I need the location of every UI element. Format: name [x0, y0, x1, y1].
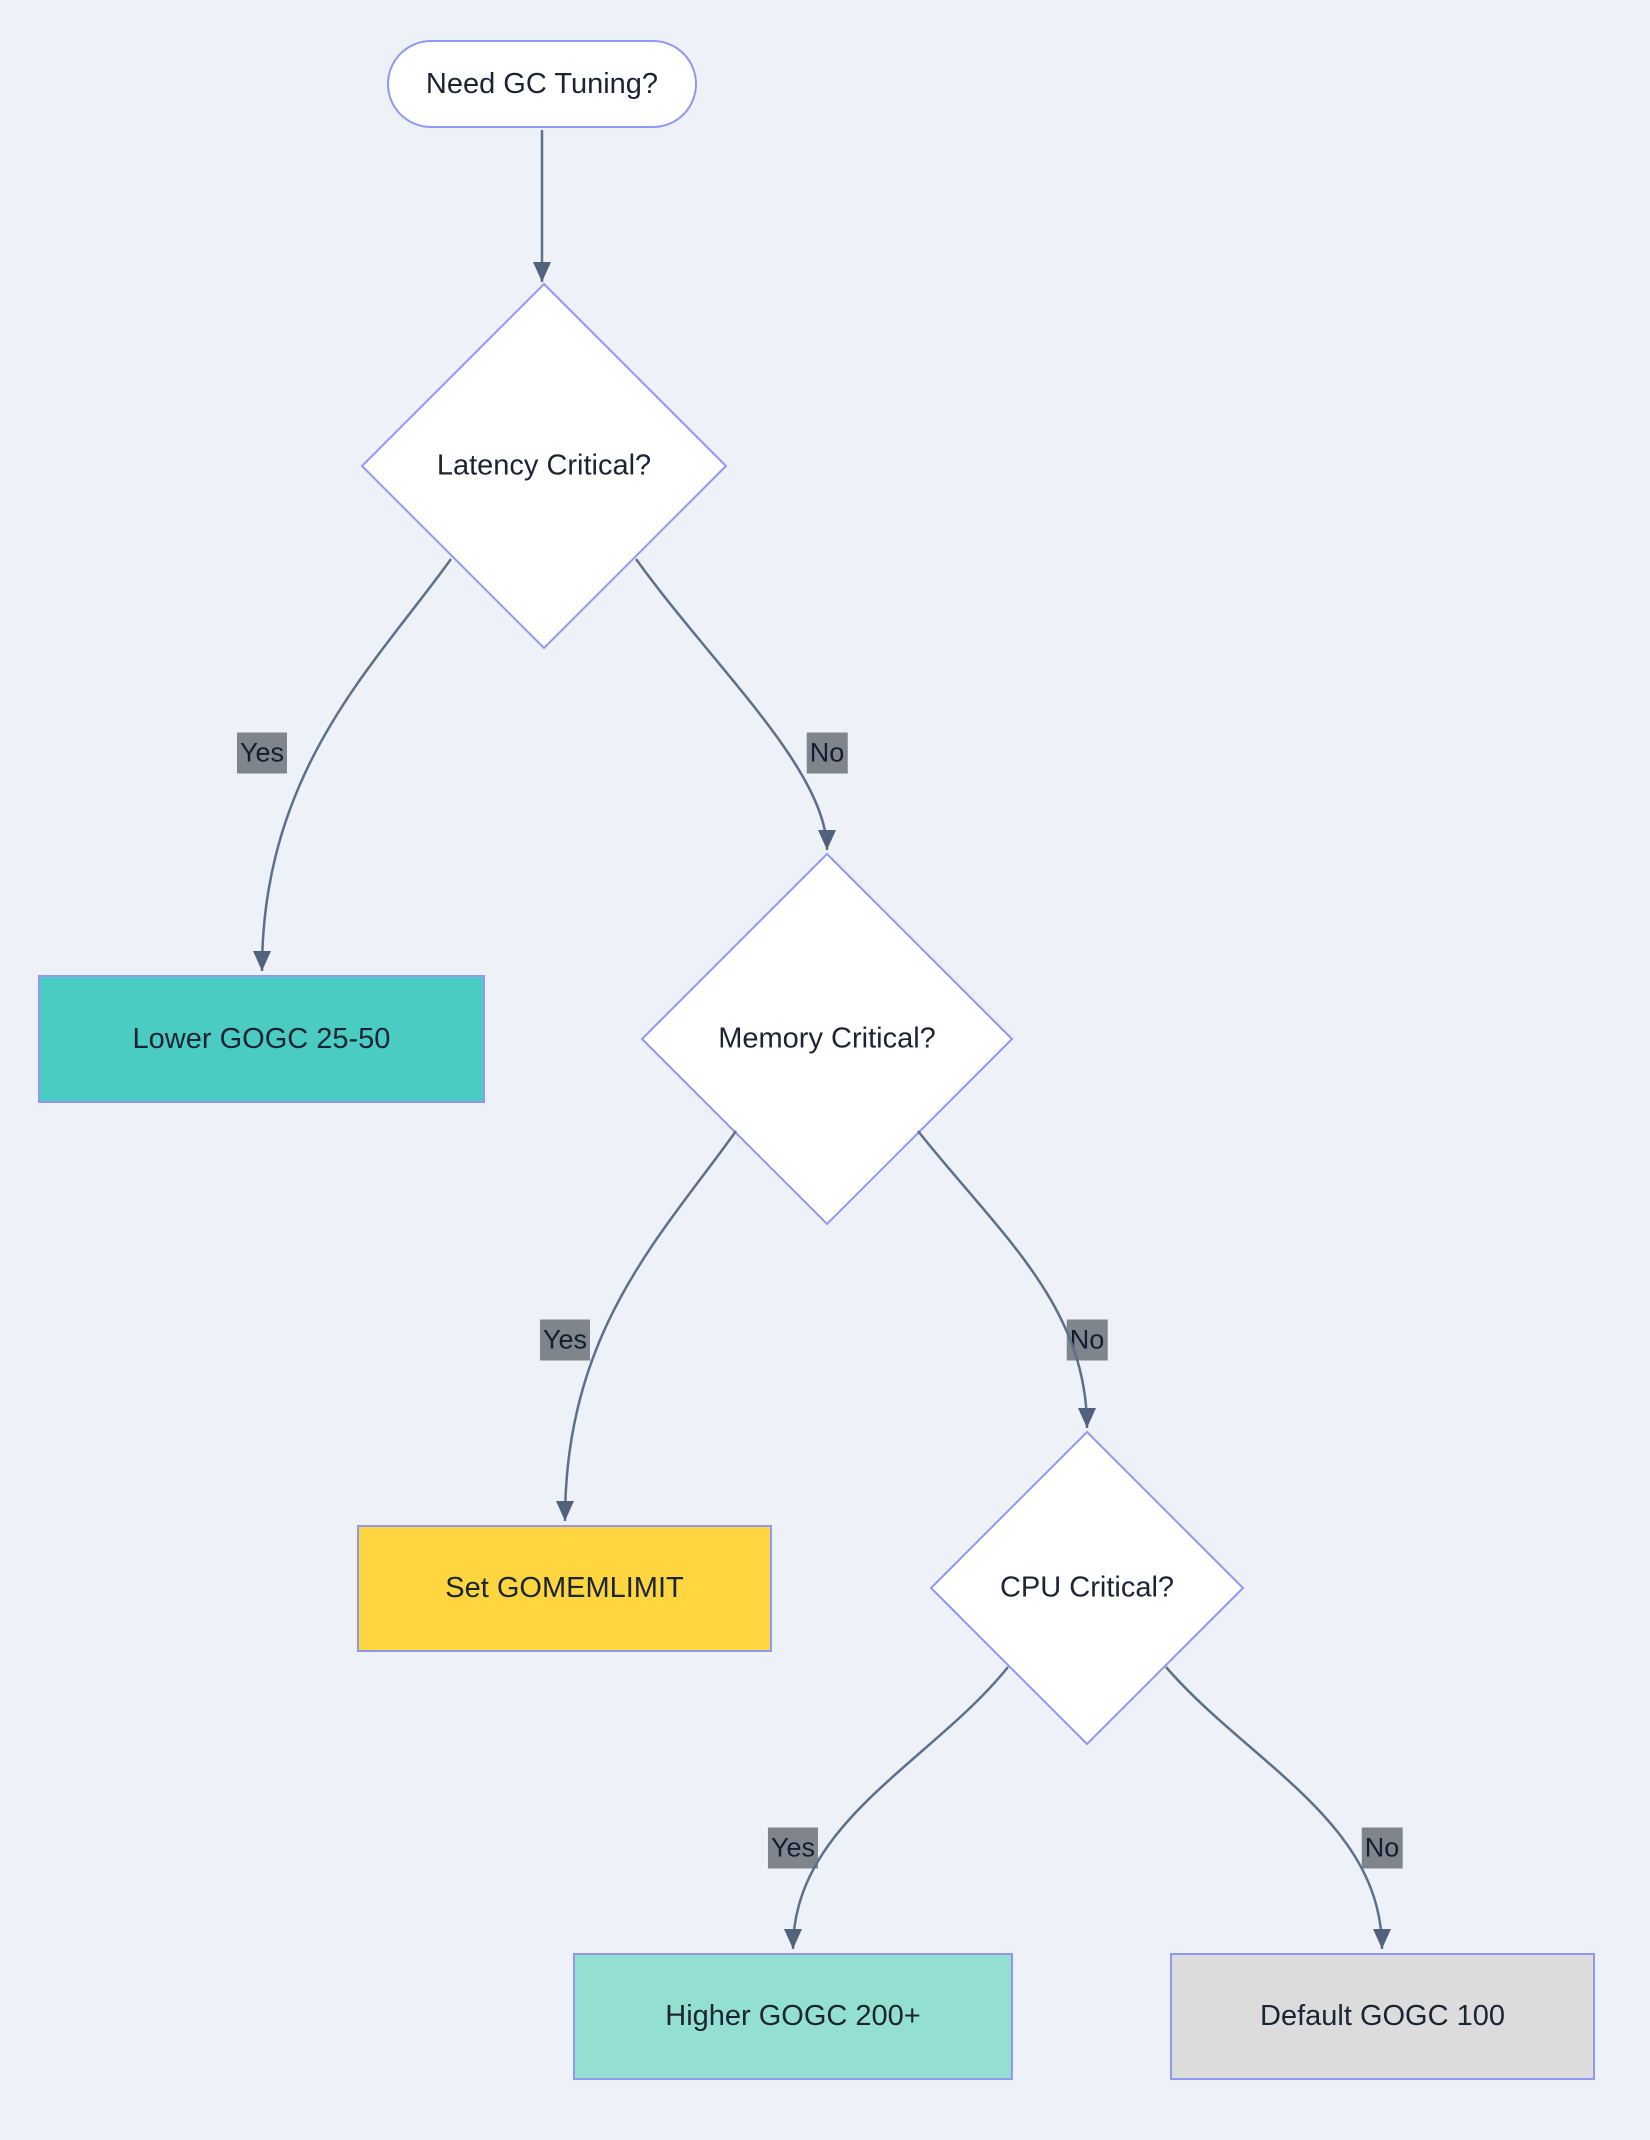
edge-latency-no-to-memory	[634, 558, 836, 851]
edge-label-latency-no: No	[806, 732, 848, 774]
edge-memory-yes-to-gomemlimit	[556, 1130, 738, 1522]
node-lower-gogc: Lower GOGC 25-50	[38, 975, 485, 1103]
edge-label-memory-no: No	[1066, 1319, 1108, 1361]
edge-latency-yes-to-lower	[253, 558, 453, 972]
edge-label-cpu-no: No	[1361, 1827, 1403, 1869]
node-higher-gogc-label: Higher GOGC 200+	[665, 2000, 921, 2032]
node-set-gomemlimit: Set GOMEMLIMIT	[357, 1525, 772, 1652]
node-cpu-critical-label: CPU Critical?	[999, 1571, 1175, 1604]
node-set-gomemlimit-label: Set GOMEMLIMIT	[445, 1572, 684, 1604]
edge-label-memory-yes: Yes	[539, 1319, 591, 1361]
node-need-gc-tuning: Need GC Tuning?	[387, 40, 697, 128]
node-lower-gogc-label: Lower GOGC 25-50	[132, 1022, 391, 1055]
node-default-gogc: Default GOGC 100	[1170, 1953, 1595, 2080]
edge-memory-no-to-cpu	[917, 1130, 1096, 1429]
edge-cpu-yes-to-higher	[784, 1666, 1009, 1950]
node-default-gogc-label: Default GOGC 100	[1260, 2000, 1505, 2032]
edge-label-cpu-yes: Yes	[767, 1827, 819, 1869]
node-latency-critical-label: Latency Critical?	[436, 449, 652, 482]
node-need-gc-tuning-label: Need GC Tuning?	[425, 67, 659, 100]
edge-cpu-no-to-default	[1165, 1666, 1391, 1950]
edge-label-latency-yes: Yes	[236, 732, 288, 774]
node-memory-critical-label: Memory Critical?	[718, 1022, 936, 1055]
node-higher-gogc: Higher GOGC 200+	[573, 1953, 1013, 2080]
